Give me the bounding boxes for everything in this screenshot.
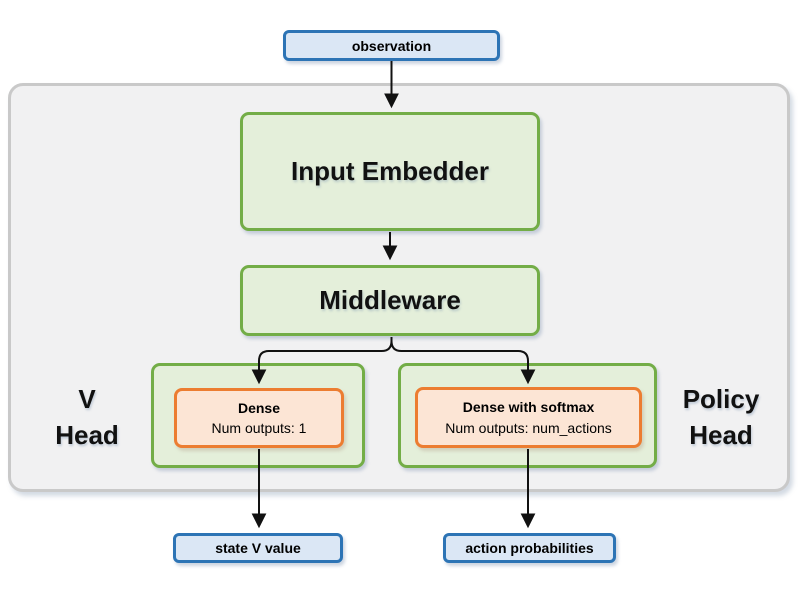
input-embedder-label: Input Embedder [291,156,489,186]
input-embedder-node: Input Embedder [240,112,540,231]
v-head-dense-title: Dense [237,399,281,416]
policy-head-dense-title: Dense with softmax [462,399,595,416]
v-head-label: V Head [28,381,146,453]
v-head-dense-node: Dense Num outputs: 1 [174,388,344,448]
v-head-dense-subtitle: Num outputs: 1 [211,420,307,436]
observation-node: observation [283,30,500,61]
state-v-value-label: state V value [215,540,301,556]
action-probabilities-label: action probabilities [465,540,594,556]
policy-head-label: Policy Head [660,381,782,453]
v-head-label-line2: Head [55,420,119,450]
middleware-node: Middleware [240,265,540,336]
policy-head-dense-node: Dense with softmax Num outputs: num_acti… [415,387,642,448]
policy-head-label-line2: Head [689,420,753,450]
action-probabilities-node: action probabilities [443,533,616,563]
observation-label: observation [351,37,432,54]
policy-head-dense-subtitle: Num outputs: num_actions [445,419,612,436]
policy-head-label-line1: Policy [682,384,760,414]
middleware-label: Middleware [319,285,461,315]
state-v-value-node: state V value [173,533,343,563]
v-head-label-line1: V [78,384,96,414]
